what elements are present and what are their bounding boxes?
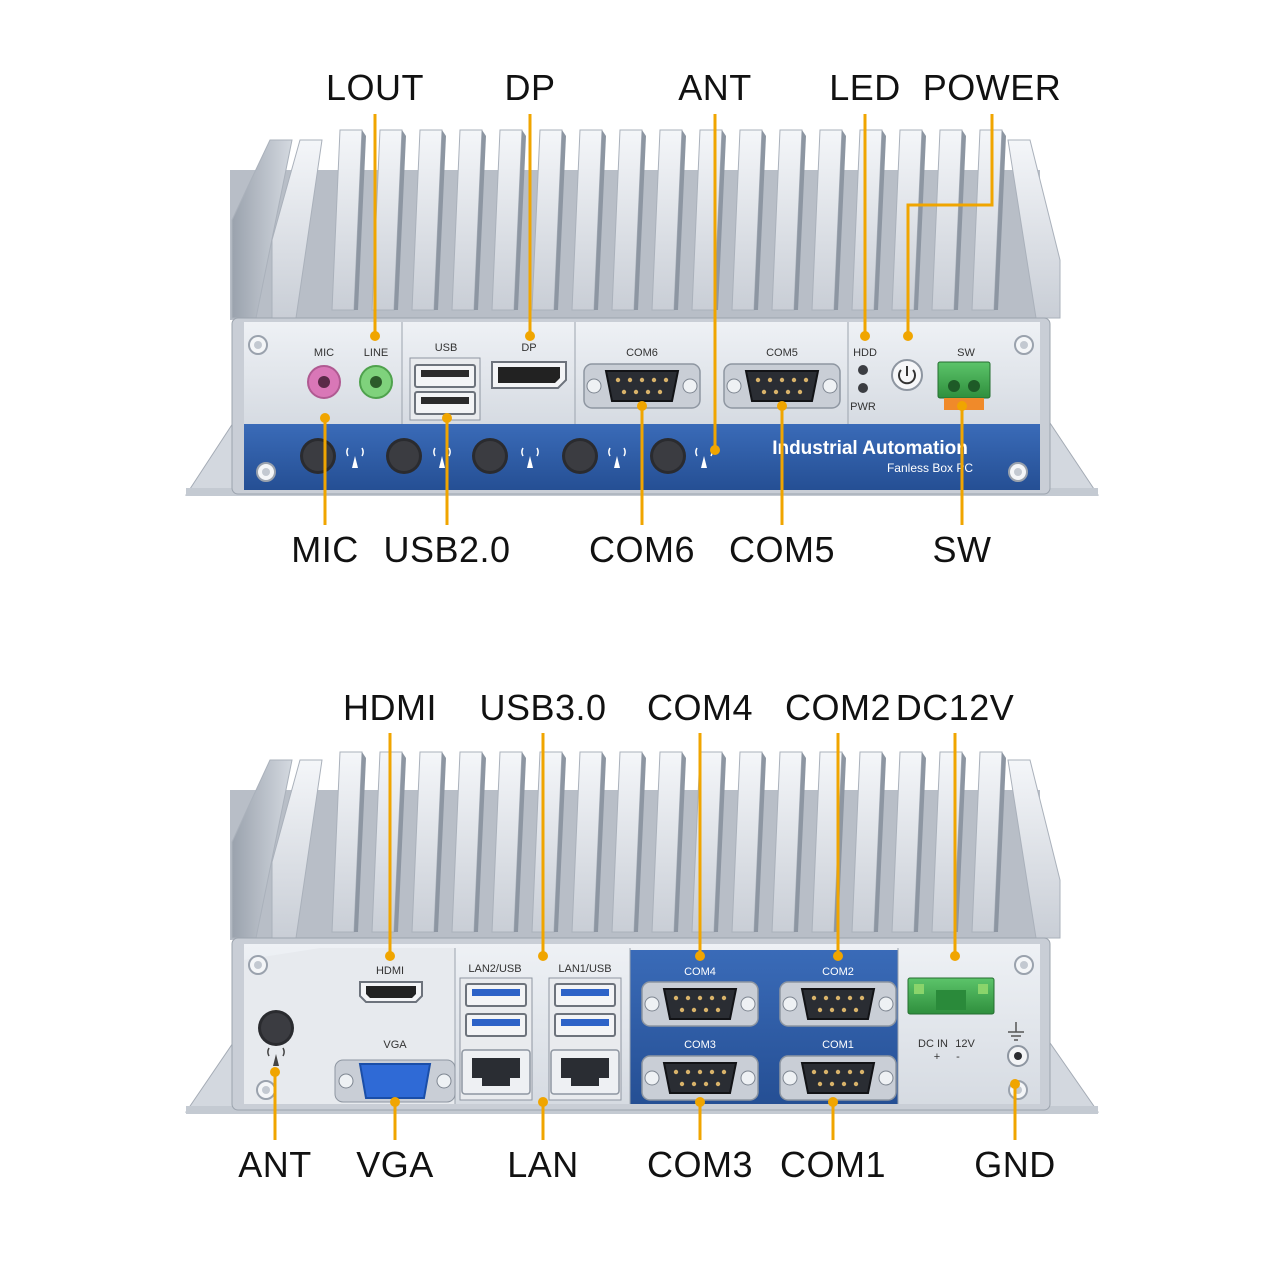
callout-lout: LOUT [325, 67, 425, 108]
usb3-port-4[interactable] [554, 1013, 616, 1037]
label-com4: COM4 [684, 966, 716, 978]
top-callout-lines [320, 114, 994, 525]
antenna-mount-4 [562, 438, 598, 474]
label-usb: USB [435, 342, 458, 354]
callout-sw: SW [932, 529, 992, 570]
callout-dc12v: DC12V [895, 687, 1015, 728]
callout-power: POWER [922, 67, 1062, 108]
antenna-mount-bottom [258, 1010, 294, 1046]
callout-vga: VGA [356, 1144, 434, 1185]
callout-usb30: USB3.0 [479, 687, 607, 728]
antenna-mount-5 [650, 438, 686, 474]
usb3-port-2[interactable] [465, 1013, 527, 1037]
callout-com2: COM2 [784, 687, 892, 728]
label-com5: COM5 [766, 347, 798, 359]
label-com6: COM6 [626, 347, 658, 359]
antenna-mount-1 [300, 438, 336, 474]
bottom-callout-lines [270, 733, 1020, 1140]
label-sw: SW [957, 347, 975, 359]
callout-ant-bottom: ANT [238, 1144, 312, 1185]
label-plus: + [934, 1051, 940, 1063]
label-com1: COM1 [822, 1039, 854, 1051]
label-12v: 12V [955, 1038, 975, 1050]
com4-port[interactable] [641, 981, 759, 1027]
power-icon [898, 369, 916, 385]
callout-com3: COM3 [646, 1144, 754, 1185]
top-heatsink [230, 129, 1061, 320]
antenna-mount-3 [472, 438, 508, 474]
label-lan2usb: LAN2/USB [468, 963, 521, 975]
com1-port[interactable] [779, 1055, 897, 1101]
brand-line-2: Fanless Box PC [887, 461, 973, 475]
callout-led: LED [829, 67, 901, 108]
label-dp: DP [521, 342, 536, 354]
callout-lan: LAN [507, 1144, 579, 1185]
com3-port[interactable] [641, 1055, 759, 1101]
label-line: LINE [364, 347, 388, 359]
usb2-port-1[interactable] [414, 364, 476, 388]
label-pwr: PWR [850, 401, 876, 413]
label-com2: COM2 [822, 966, 854, 978]
antenna-mount-2 [386, 438, 422, 474]
com2-port[interactable] [779, 981, 897, 1027]
callout-com1: COM1 [779, 1144, 887, 1185]
lan1-port[interactable] [550, 1049, 620, 1095]
callout-ant-top: ANT [678, 67, 752, 108]
label-hdmi: HDMI [376, 965, 404, 977]
vga-port[interactable] [358, 1063, 432, 1099]
callout-com4: COM4 [646, 687, 754, 728]
callout-com5: COM5 [728, 529, 836, 570]
bottom-heatsink [230, 751, 1061, 940]
label-com3: COM3 [684, 1039, 716, 1051]
label-vga: VGA [383, 1039, 407, 1051]
callout-gnd: GND [974, 1144, 1056, 1185]
label-dc-in: DC IN [918, 1038, 948, 1050]
callout-mic: MIC [291, 529, 359, 570]
callout-hdmi: HDMI [343, 687, 437, 728]
ground-icon [1008, 1022, 1024, 1041]
brand-line-1: Industrial Automation [772, 438, 968, 459]
usb3-port-1[interactable] [465, 983, 527, 1007]
label-mic: MIC [314, 347, 334, 359]
usb3-port-3[interactable] [554, 983, 616, 1007]
antenna-icon-bottom [267, 1047, 285, 1066]
label-lan1usb: LAN1/USB [558, 963, 611, 975]
bottom-device: HDMI VGA LAN2/USB LAN1/USB COM4 COM2 COM… [185, 751, 1099, 1114]
label-hdd: HDD [853, 347, 877, 359]
label-minus: - [956, 1051, 960, 1063]
pwr-led [858, 383, 868, 393]
callout-dp: DP [504, 67, 556, 108]
callout-com6: COM6 [588, 529, 696, 570]
sw-terminal[interactable] [937, 361, 991, 399]
hdd-led [858, 365, 868, 375]
usb2-port-2[interactable] [414, 391, 476, 415]
lan2-port[interactable] [461, 1049, 531, 1095]
callout-usb20: USB2.0 [383, 529, 511, 570]
